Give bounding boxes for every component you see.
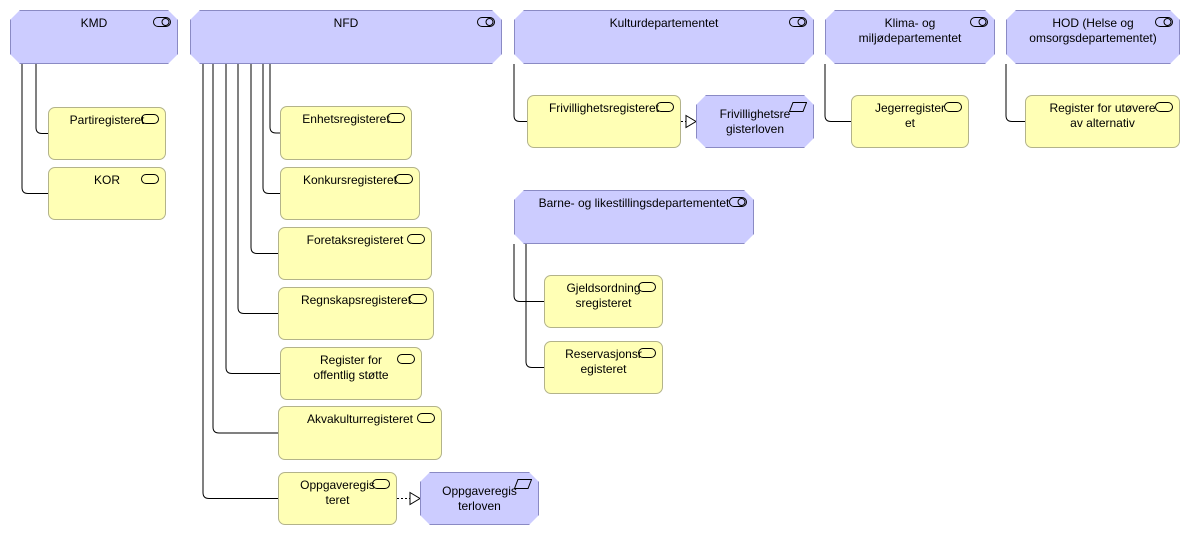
service-icon	[372, 479, 390, 489]
law-oppgaveregisterloven[interactable]: Oppgaveregisterloven	[420, 472, 539, 525]
department-kmd[interactable]: KMD	[10, 10, 178, 64]
register-akvakulturregisteret[interactable]: Akvakulturregisteret	[278, 406, 442, 460]
composition-relation[interactable]	[250, 64, 278, 254]
register-oppgaveregisteret[interactable]: Oppgaveregisteret	[278, 472, 397, 525]
composition-relation[interactable]	[262, 64, 280, 194]
representation-icon	[514, 479, 532, 489]
composition-relation[interactable]	[269, 64, 280, 134]
service-icon	[141, 114, 159, 124]
service-icon	[944, 102, 962, 112]
register-offentlig-stotte[interactable]: Register for offentlig støtte	[280, 347, 422, 400]
service-icon	[1155, 102, 1173, 112]
node-label: Barne- og likestillingsdepartementet	[538, 196, 730, 210]
composition-relation[interactable]	[525, 244, 544, 368]
service-icon	[638, 282, 656, 292]
composition-relation[interactable]	[21, 64, 48, 194]
node-label: Register for utøvere av alternativ	[1049, 101, 1156, 130]
service-icon	[417, 413, 435, 423]
node-label: Oppgaveregisteret	[300, 478, 375, 507]
register-reservasjonsregisteret[interactable]: Reservasjonsregisteret	[544, 341, 663, 394]
department-nfd[interactable]: NFD	[190, 10, 502, 64]
register-enhetsregisteret[interactable]: Enhetsregisteret	[280, 106, 412, 160]
service-icon	[407, 234, 425, 244]
register-foretaksregisteret[interactable]: Foretaksregisteret	[278, 227, 432, 280]
register-konkursregisteret[interactable]: Konkursregisteret	[280, 167, 420, 220]
composition-relation[interactable]	[35, 64, 48, 134]
register-partiregisteret[interactable]: Partiregisteret	[48, 107, 166, 160]
service-icon	[638, 348, 656, 358]
register-frivillighetsregisteret[interactable]: Frivillighetsregisteret	[527, 95, 681, 148]
composition-relation[interactable]	[202, 64, 278, 499]
node-label: Jegerregisteret	[874, 101, 946, 130]
node-label: KMD	[80, 16, 108, 30]
node-label: Regnskapsregisteret	[300, 293, 412, 307]
department-klima-og-miljo[interactable]: Klima- og miljødepartementet	[825, 10, 995, 64]
node-label: KOR	[93, 173, 120, 187]
register-regnskapsregisteret[interactable]: Regnskapsregisteret	[278, 287, 434, 340]
service-icon	[395, 174, 413, 184]
role-icon	[970, 17, 988, 27]
composition-relation[interactable]	[225, 64, 280, 374]
node-label: HOD (Helse og omsorgsdepartementet)	[1029, 16, 1157, 45]
node-label: Gjeldsordningsregisteret	[566, 281, 641, 310]
role-icon	[1155, 17, 1173, 27]
register-gjeldsordningsregisteret[interactable]: Gjeldsordningsregisteret	[544, 275, 663, 328]
service-icon	[397, 354, 415, 364]
composition-relation[interactable]	[212, 64, 278, 434]
node-label: Frivillighetsregisterloven	[719, 106, 791, 136]
service-icon	[656, 102, 674, 112]
composition-relation[interactable]	[237, 64, 278, 314]
department-kulturdepartementet[interactable]: Kulturdepartementet	[514, 10, 814, 64]
service-icon	[409, 294, 427, 304]
law-frivillighetsregisterloven[interactable]: Frivillighetsregisterloven	[696, 95, 814, 148]
node-label: Oppgaveregisterloven	[442, 483, 517, 513]
composition-relation[interactable]	[1005, 64, 1025, 122]
node-label: Enhetsregisteret	[302, 112, 390, 126]
role-icon	[789, 17, 807, 27]
node-label: Reservasjonsregisteret	[565, 347, 642, 376]
register-kor[interactable]: KOR	[48, 167, 166, 220]
representation-icon	[789, 102, 807, 112]
node-label: Klima- og miljødepartementet	[858, 16, 962, 45]
composition-relation[interactable]	[513, 244, 544, 302]
service-icon	[141, 174, 159, 184]
role-icon	[729, 197, 747, 207]
node-label: Partiregisteret	[69, 113, 145, 127]
service-icon	[387, 113, 405, 123]
node-label: NFD	[333, 16, 359, 30]
department-hod[interactable]: HOD (Helse og omsorgsdepartementet)	[1006, 10, 1180, 64]
node-label: Konkursregisteret	[302, 173, 398, 187]
composition-relation[interactable]	[513, 64, 527, 122]
node-label: Akvakulturregisteret	[306, 412, 414, 426]
department-barne-og-likestilling[interactable]: Barne- og likestillingsdepartementet	[514, 190, 754, 244]
role-icon	[153, 17, 171, 27]
node-label: Kulturdepartementet	[609, 16, 719, 30]
register-jegerregisteret[interactable]: Jegerregisteret	[851, 95, 969, 148]
role-icon	[477, 17, 495, 27]
node-label: Register for offentlig støtte	[313, 353, 389, 382]
realization-relation[interactable]	[681, 114, 697, 129]
composition-relation[interactable]	[824, 64, 851, 122]
register-utovere-av-alternativ[interactable]: Register for utøvere av alternativ	[1025, 95, 1180, 148]
node-label: Frivillighetsregisteret	[548, 101, 660, 115]
node-label: Foretaksregisteret	[306, 233, 404, 247]
realization-relation[interactable]	[397, 491, 421, 506]
